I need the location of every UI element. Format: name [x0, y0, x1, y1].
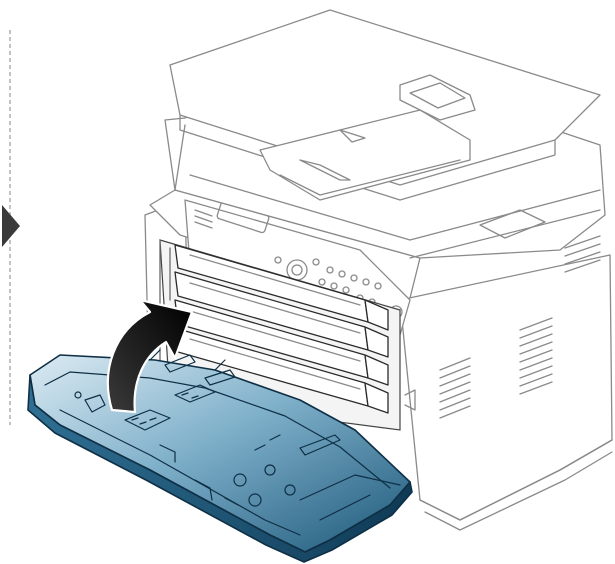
toner-cartridge [174, 244, 389, 331]
toner-cartridge [174, 299, 389, 386]
curved-arrow-up-icon [106, 298, 194, 414]
toner-cartridges [159, 239, 389, 414]
side-vents [439, 235, 601, 419]
triangle-right-icon [2, 205, 20, 247]
toner-cartridge [174, 271, 389, 358]
